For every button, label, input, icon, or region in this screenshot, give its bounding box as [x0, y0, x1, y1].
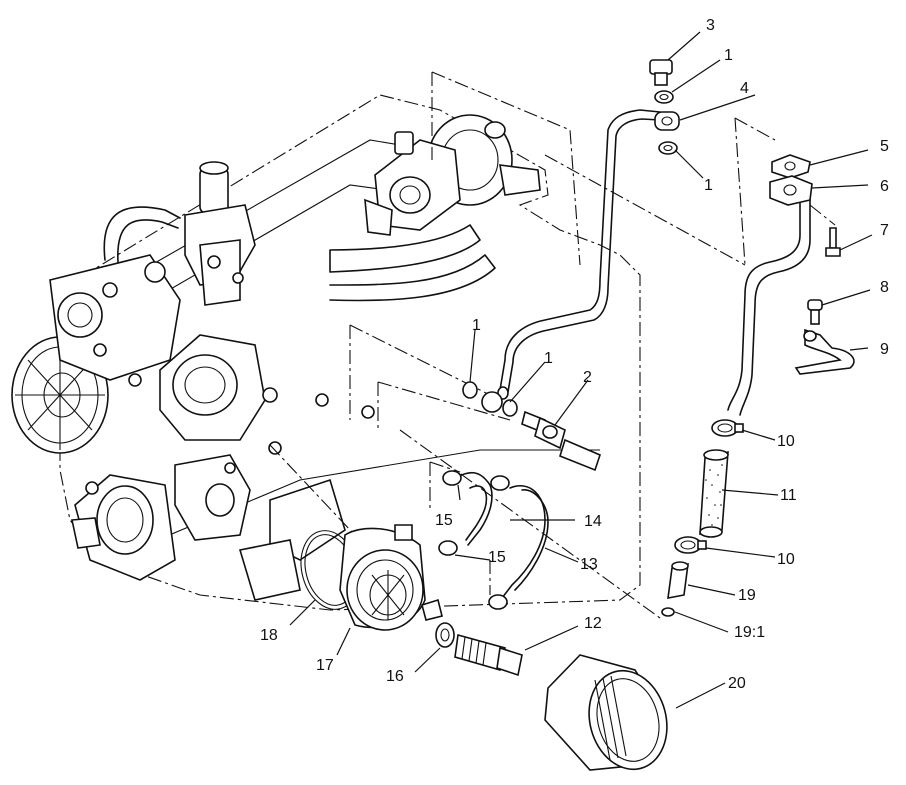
- callout-1-lower: 1: [704, 177, 713, 194]
- ref-line-14: [429, 461, 461, 473]
- oil-filter-20: [544, 654, 668, 771]
- coolant-hose-14: [454, 471, 493, 546]
- hose-clamp-15-b: [438, 540, 508, 610]
- callout-10-lower: 10: [777, 551, 795, 568]
- washer-1-lower: [658, 141, 678, 155]
- lower-housing: [71, 474, 176, 581]
- callout-15-lower: 15: [488, 549, 506, 566]
- banjo-bolt-3: [649, 59, 673, 86]
- callout-17: 17: [316, 657, 334, 674]
- callout-12: 12: [584, 615, 602, 632]
- thermostat-housing: [184, 161, 256, 306]
- callout-4: 4: [740, 80, 749, 97]
- callout-2: 2: [583, 369, 592, 386]
- fitting-19: [667, 561, 689, 599]
- washer-1-right: [502, 399, 518, 417]
- ref-line-3: [544, 154, 746, 266]
- oil-cooler-17: [339, 524, 443, 631]
- oil-feed-pipe: [497, 109, 661, 400]
- washer-1-left: [462, 381, 478, 399]
- callout-8: 8: [880, 279, 889, 296]
- callout-3: 3: [706, 17, 715, 34]
- callout-6: 6: [880, 178, 889, 195]
- bolt-8: [807, 299, 823, 325]
- hose-clamp-15-a: [442, 470, 510, 491]
- callout-11: 11: [780, 487, 797, 504]
- callout-13: 13: [580, 556, 598, 573]
- banjo-fitting-left: [481, 391, 503, 413]
- callout-16: 16: [386, 668, 404, 685]
- gasket-5: [771, 154, 811, 179]
- oil-pressure-switch-2: [521, 410, 601, 472]
- washer-1-top: [654, 90, 674, 104]
- flange-6: [769, 175, 813, 206]
- callout-1-top: 1: [724, 47, 733, 64]
- o-ring-19-1: [661, 607, 675, 617]
- center-bolt-12: [454, 633, 523, 677]
- clamp-bracket-9: [794, 328, 855, 375]
- water-pump: [49, 254, 181, 381]
- turbo-assembly: [364, 114, 541, 236]
- callout-20: 20: [728, 675, 746, 692]
- engine-block: [11, 94, 641, 611]
- callout-19-1: 19:1: [734, 624, 765, 641]
- ref-line-4: [734, 117, 746, 266]
- ref-line-11: [399, 429, 661, 619]
- callout-15-upper: 15: [435, 512, 453, 529]
- callout-19: 19: [738, 587, 756, 604]
- rubber-hose-11: [699, 449, 729, 538]
- oil-pump-cover: [128, 334, 278, 441]
- callout-9: 9: [880, 341, 889, 358]
- engine-outline: [59, 94, 641, 611]
- callout-1-left: 1: [472, 317, 481, 334]
- hose-clamp-10-lower: [674, 536, 707, 554]
- washer-16: [435, 622, 455, 648]
- hose-clamp-10-upper: [711, 419, 744, 437]
- callout-18: 18: [260, 627, 278, 644]
- callout-5: 5: [880, 138, 889, 155]
- callout-labels: 3 1 4 1 5 6 7 8 9 1 1 2 10 11 15 14 13 1…: [260, 17, 889, 692]
- callout-14: 14: [584, 513, 602, 530]
- banjo-fitting-4: [654, 111, 680, 131]
- bolt-7: [825, 227, 841, 257]
- callout-7: 7: [880, 222, 889, 239]
- oil-return-pipe: [727, 194, 811, 416]
- filter-mount-flange: [174, 454, 346, 601]
- callout-1-mid: 1: [544, 350, 553, 367]
- ref-line-6: [809, 204, 836, 226]
- coolant-hose-13: [501, 485, 549, 599]
- leader-lines: [289, 31, 873, 709]
- ref-line-5: [734, 117, 776, 141]
- callout-10-upper: 10: [777, 433, 795, 450]
- ref-line-9: [377, 381, 511, 421]
